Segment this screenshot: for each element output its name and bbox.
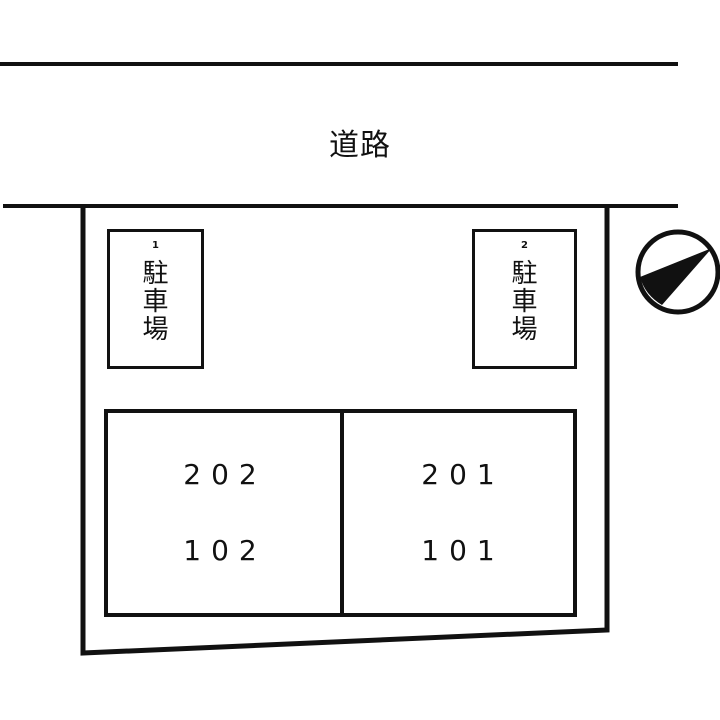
road-label: 道路 <box>329 128 391 163</box>
parking-number: 1 <box>152 240 159 251</box>
parking-space-1: 1 駐 車 場 <box>107 229 204 369</box>
unit-101-label: 101 <box>421 534 505 567</box>
parking-label: 駐 車 場 <box>142 259 169 345</box>
parking-label: 駐 車 場 <box>511 259 538 345</box>
north-arrow-icon <box>635 229 720 315</box>
lot-boundary <box>80 206 610 656</box>
unit-102-label: 102 <box>183 534 267 567</box>
unit-201-label: 201 <box>421 458 505 491</box>
parking-number: 2 <box>521 240 528 251</box>
unit-202-label: 202 <box>183 458 267 491</box>
parking-space-2: 2 駐 車 場 <box>472 229 577 369</box>
